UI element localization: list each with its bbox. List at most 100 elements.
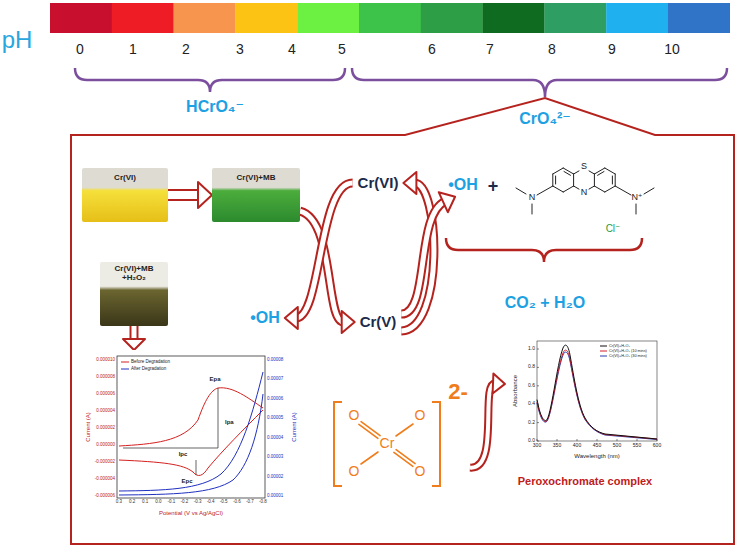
species-label: HCrO₄⁻	[186, 98, 244, 116]
ph-value: 4	[288, 42, 296, 57]
beaker-photo: Cr(VI)+MB	[212, 168, 300, 222]
uv-vis-spectrum-text: 350	[553, 443, 561, 449]
tick-mark	[537, 422, 539, 423]
legend-sample	[121, 369, 129, 370]
ph-value: 2	[182, 42, 190, 57]
bond-line	[605, 186, 615, 192]
species-label: Cr(VI)	[353, 172, 404, 195]
uv-vis-spectrum	[505, 335, 662, 498]
reaction-arrow	[401, 172, 434, 331]
legend-sample	[121, 362, 129, 363]
bond-line	[553, 168, 563, 174]
uv-vis-spectrum-text: 0.0	[528, 438, 535, 444]
cv-plot-text: 0.00004	[267, 435, 283, 440]
cv-plot-text: Ipa	[225, 419, 234, 426]
bond-line	[589, 186, 594, 189]
cv-plot-text: 0.000004	[96, 409, 115, 414]
uv-vis-spectrum-text: 0.8	[528, 365, 535, 371]
chromate-structure: OOCrOO2-	[320, 378, 470, 490]
cv-plot-text: Before Degradation	[131, 360, 170, 365]
arrow-head	[123, 339, 145, 350]
ph-color-bar	[50, 3, 730, 33]
cv-curve	[119, 388, 263, 446]
panel-outline	[71, 98, 734, 544]
uv-vis-spectrum-text: 300	[533, 443, 541, 449]
plus-sign: +	[488, 177, 499, 197]
methylene-blue-structure: SNNN⁺Cl⁻	[508, 148, 660, 240]
plot-frame	[537, 341, 657, 441]
axis-title: pH	[2, 27, 33, 53]
cv-plot-text: 0.000006	[96, 392, 115, 397]
tick-mark	[557, 439, 558, 441]
uv-vis-spectrum: Cr(VI)+H₂O₂Cr(VI)+H₂O₂ (10 mins)Cr(VI)+H…	[505, 335, 662, 498]
bond-line	[564, 172, 571, 176]
ph-value: 5	[338, 42, 346, 57]
cv-plot-text: 0.3	[116, 500, 122, 505]
uv-vis-spectrum-text: Cr(VI)+H₂O₂ (10 mins)	[609, 349, 647, 353]
radical-label: •OH	[448, 176, 478, 194]
uv-vis-spectrum-text: 600	[653, 443, 661, 449]
tick-mark	[537, 441, 539, 442]
ph-value: 10	[664, 42, 680, 57]
ph-segment	[359, 3, 421, 33]
tick-mark	[597, 439, 598, 441]
bond-line	[574, 171, 579, 174]
tick-mark	[537, 367, 539, 368]
beaker-photo-text: Cr(VI)+MB	[237, 174, 276, 183]
legend-sample	[600, 346, 607, 347]
reaction-arrow	[470, 374, 505, 468]
ion-bracket	[432, 402, 440, 486]
cv-plot-text: Epc	[181, 478, 192, 485]
bond-line	[563, 186, 573, 192]
cv-plot-text: Current (A)	[85, 412, 92, 442]
cv-curve	[119, 394, 263, 495]
chromate-structure-text: O	[349, 464, 360, 479]
speciation-panel: CrO₄²⁻Cr(VI)Cr(VI)+MBCr(VI)+MB +H₂O₂Befo…	[70, 97, 735, 545]
bond-line	[396, 424, 413, 436]
uv-vis-spectrum-text: Cr(VI)+H₂O₂	[609, 344, 630, 348]
cv-plot-text: 0.00008	[267, 358, 283, 363]
species-label: Cr(V)	[360, 314, 397, 331]
uv-vis-spectrum-text: Peroxochromate complex	[518, 475, 653, 487]
bond-line	[396, 450, 415, 464]
cv-plot-text: Ipc	[179, 451, 188, 458]
cv-plot-text: 0.000002	[96, 426, 115, 431]
bond-line	[594, 174, 595, 186]
cv-plot-text: 0.00003	[267, 455, 283, 460]
range-brace	[352, 68, 727, 97]
bond-line	[612, 176, 613, 184]
chromate-structure-text: Cr	[380, 436, 395, 451]
cv-plot-text: 0.000000	[96, 443, 115, 448]
bond-line	[605, 168, 615, 174]
bond-line	[361, 452, 378, 464]
cv-plot-text: 0.000010	[96, 358, 115, 363]
cv-plot-text: -0.8	[259, 500, 267, 505]
methylene-blue-structure-text: N⁺	[631, 193, 642, 203]
ion-bracket	[334, 402, 342, 486]
bond-line	[552, 174, 553, 186]
radical-label: •OH	[245, 306, 285, 330]
bond-line	[615, 174, 616, 186]
beaker-photo-text: Cr(VI)	[114, 174, 136, 183]
ph-segment	[544, 3, 606, 33]
tick-mark	[577, 439, 578, 441]
ph-value: 3	[236, 42, 244, 57]
arrow-shaft-inner	[296, 183, 353, 318]
bond-line	[516, 188, 526, 194]
chromate-structure-text: O	[349, 408, 360, 423]
plot-frame	[117, 356, 265, 498]
cv-plot-text: 0.00001	[267, 494, 283, 499]
chromate-structure	[320, 378, 470, 490]
cv-plot-text: -0.4	[207, 500, 215, 505]
reaction-arrow	[401, 192, 455, 314]
cv-plot-text: -0.000006	[95, 494, 115, 499]
legend-sample	[600, 356, 607, 357]
radical-label: •OH	[443, 173, 483, 197]
cv-plot-text: Epa	[209, 376, 220, 383]
arrow-shaft	[470, 383, 495, 467]
uv-vis-spectrum-text: 450	[593, 443, 601, 449]
ph-segment	[50, 3, 112, 33]
bond-line	[573, 174, 574, 186]
cv-plot-text: -0.000004	[95, 477, 115, 482]
cv-plot-text: 0.00002	[267, 474, 283, 479]
